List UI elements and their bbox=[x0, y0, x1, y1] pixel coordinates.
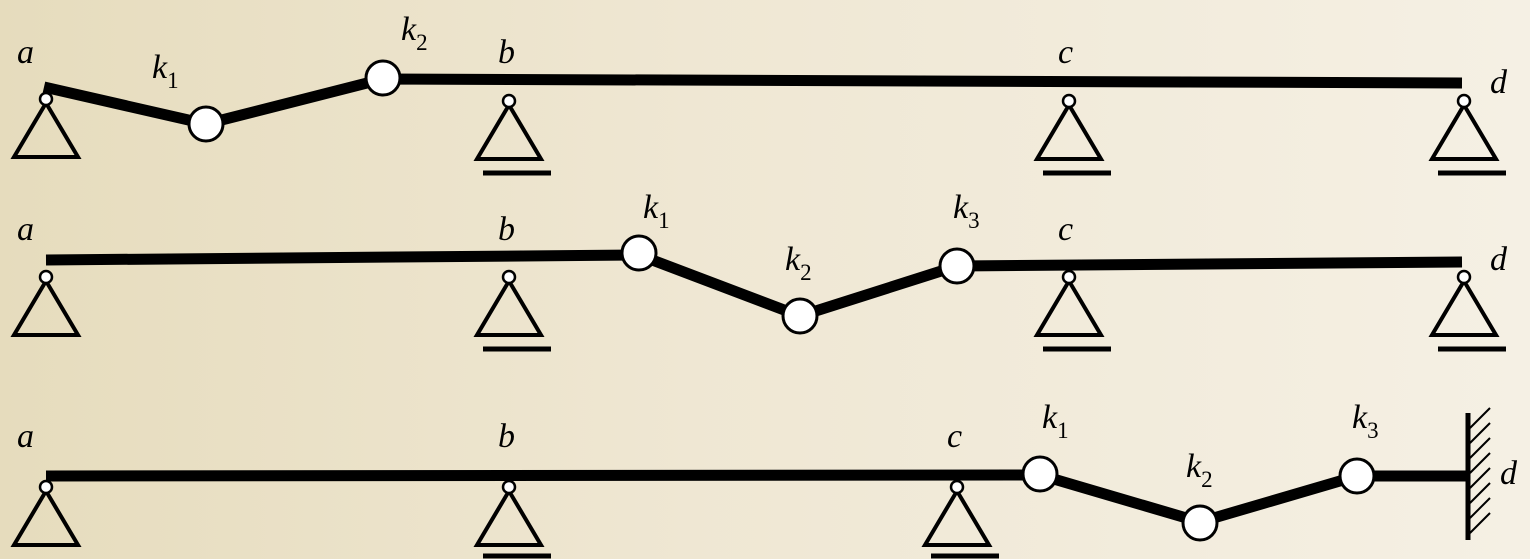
hinge-k1 bbox=[1021, 455, 1059, 493]
support-a-pin bbox=[10, 479, 82, 547]
label-k2: k2 bbox=[785, 241, 812, 285]
label-a: a bbox=[17, 418, 34, 455]
label-k3: k3 bbox=[953, 189, 980, 233]
beam-1 bbox=[42, 73, 1463, 130]
support-c-roller bbox=[1033, 269, 1111, 352]
diagram-1: a b c d k1 k2 bbox=[10, 11, 1508, 176]
support-c-roller bbox=[921, 479, 999, 559]
hinge-k3 bbox=[938, 247, 976, 285]
label-d: d bbox=[1500, 455, 1518, 492]
label-b: b bbox=[498, 418, 515, 455]
beam-2 bbox=[45, 249, 1463, 322]
label-d: d bbox=[1490, 64, 1508, 101]
label-c: c bbox=[1058, 211, 1073, 248]
support-b-roller bbox=[473, 479, 551, 559]
support-b-roller bbox=[473, 269, 551, 352]
label-k1: k1 bbox=[152, 49, 179, 93]
support-a-pin bbox=[10, 269, 82, 337]
support-d-roller bbox=[1428, 269, 1506, 352]
hinge-k1 bbox=[187, 105, 225, 143]
label-c: c bbox=[947, 418, 962, 455]
hinge-k3 bbox=[1338, 457, 1376, 495]
hinge-k2 bbox=[781, 297, 819, 335]
label-b: b bbox=[498, 34, 515, 71]
hinge-k1 bbox=[620, 234, 658, 272]
label-k1: k1 bbox=[643, 189, 670, 233]
support-d-fixed-wall bbox=[1465, 407, 1491, 540]
label-d: d bbox=[1490, 241, 1508, 278]
label-a: a bbox=[17, 34, 34, 71]
hinge-k2 bbox=[364, 59, 402, 97]
beam-3 bbox=[45, 469, 1466, 528]
support-b-roller bbox=[473, 93, 551, 176]
hinge-k2 bbox=[1181, 504, 1219, 542]
support-d-roller bbox=[1428, 93, 1506, 176]
label-b: b bbox=[498, 211, 515, 248]
label-k1: k1 bbox=[1042, 399, 1069, 443]
diagram-3: a b c d k1 k2 k3 bbox=[10, 399, 1518, 559]
diagram-2: a b c d k1 k2 k3 bbox=[10, 189, 1508, 352]
support-c-roller bbox=[1033, 93, 1111, 176]
label-c: c bbox=[1058, 34, 1073, 71]
label-k3: k3 bbox=[1352, 399, 1379, 443]
label-k2: k2 bbox=[1186, 448, 1213, 492]
support-a-pin bbox=[10, 91, 82, 159]
label-k2: k2 bbox=[401, 11, 428, 55]
label-a: a bbox=[17, 211, 34, 248]
